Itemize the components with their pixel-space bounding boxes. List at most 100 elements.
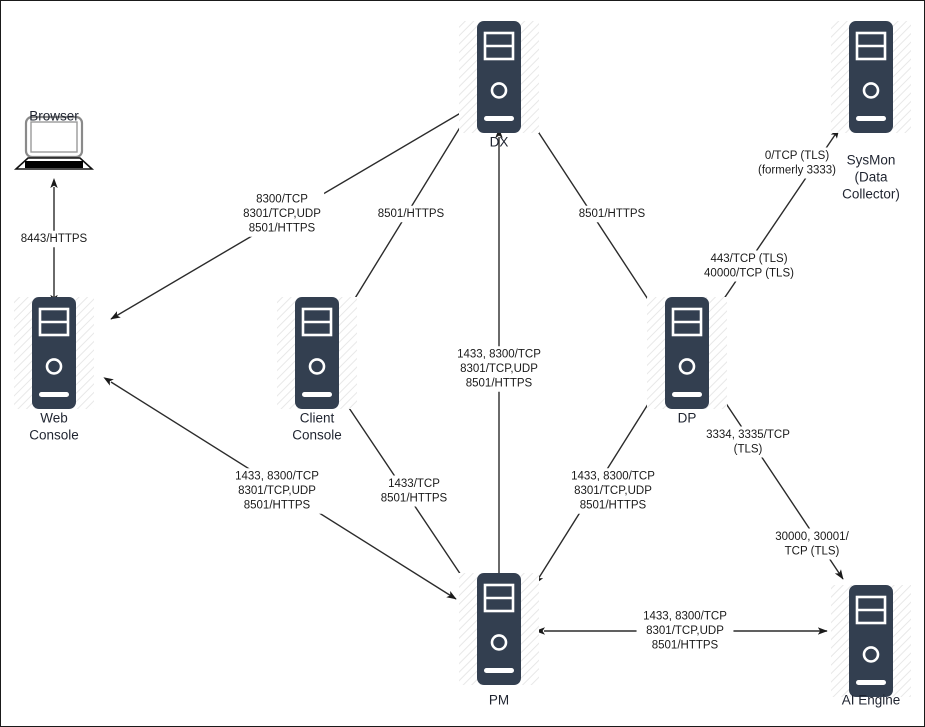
edge-label-line: 8501/HTTPS [249, 223, 316, 235]
node-browser[interactable] [13, 115, 95, 170]
nodes-layer [13, 21, 911, 697]
server-front-bar [484, 668, 514, 673]
server-front-bar [856, 116, 886, 121]
edge-label-line: 8501/HTTPS [466, 378, 533, 390]
node-dp[interactable] [647, 297, 727, 409]
edge-label-backdrop [378, 475, 450, 507]
edge-label-browser-web-console: 8443/HTTPS [18, 230, 90, 248]
node-label-line: Client [300, 411, 335, 426]
edge-label-line: 1433, 8300/TCP [235, 471, 319, 483]
edge-label-backdrop [450, 346, 548, 392]
server-chassis [849, 21, 893, 133]
edge-label-line: 1433, 8300/TCP [643, 611, 727, 623]
node-sysmon[interactable] [831, 21, 911, 133]
server-front-bar [856, 680, 886, 685]
edge-label-line: 1433, 8300/TCP [571, 471, 655, 483]
server-power-icon [490, 82, 508, 99]
node-label-line: Console [292, 428, 342, 443]
edge-label-client-console-pm: 1433/TCP 8501/HTTPS [378, 475, 450, 507]
node-label-line: (Data [854, 170, 888, 185]
laptop-display-area [30, 121, 78, 153]
edge-label-backdrop [699, 426, 797, 458]
edge-label-dp-ai-engine: 3334, 3335/TCP (TLS) [699, 426, 797, 458]
server-chassis [477, 21, 521, 133]
edge-label-line: (formerly 3333) [758, 164, 836, 176]
server-power-icon [490, 634, 508, 651]
edge-labels-layer: 8443/HTTPS 8300/TCP 8301/TCP,UDP 8501/HTTPS… [18, 147, 858, 654]
server-power-icon [308, 358, 326, 375]
server-front-bar [672, 392, 702, 397]
node-label-line: AI Engine [842, 693, 901, 708]
node-label-line: Web [40, 411, 68, 426]
node-label-line: DP [678, 411, 697, 426]
edge-label-dx-client-console: 8501/HTTPS [375, 205, 447, 223]
edge-label-line: 443/TCP (TLS) [710, 253, 787, 265]
edge-label-backdrop [697, 250, 801, 282]
server-front-bar [484, 116, 514, 121]
node-label-line: Browser [29, 109, 79, 124]
server-chassis [477, 573, 521, 685]
node-labels-layer: BrowserWebConsoleClientConsoleDXDPSysMon… [29, 109, 900, 708]
edge-label-backdrop [766, 528, 858, 560]
node-web-console[interactable] [14, 297, 94, 409]
edge-label-line: 1433, 8300/TCP [457, 349, 541, 361]
edge-label-line: 8443/HTTPS [21, 233, 88, 245]
edge-label-line: 1433/TCP [388, 478, 440, 490]
node-label-line: PM [489, 693, 509, 708]
edge-label-backdrop [745, 147, 849, 179]
edge-label-line: 8501/HTTPS [381, 492, 448, 504]
edge-label-backdrop [636, 608, 734, 654]
node-label-ai-engine: AI Engine [842, 693, 901, 708]
edge-label-line: 8501/HTTPS [244, 500, 311, 512]
server-power-icon [678, 358, 696, 375]
node-label-dx: DX [490, 135, 509, 150]
server-chassis [849, 585, 893, 697]
edge-label-line: 8501/HTTPS [580, 500, 647, 512]
edge-label-line: 3334, 3335/TCP [706, 429, 790, 441]
node-label-browser: Browser [29, 109, 79, 124]
edge-label-line: 8300/TCP [256, 194, 308, 206]
node-label-line: DX [490, 135, 509, 150]
edge-label-line: 40000/TCP (TLS) [704, 267, 794, 279]
server-power-icon [862, 82, 880, 99]
edge-label-dp-ai-engine-ports: 30000, 30001/TCP (TLS) [766, 528, 858, 560]
edge-label-dp-pm: 1433, 8300/TCP 8301/TCP,UDP 8501/HTTPS [564, 468, 662, 514]
server-power-icon [45, 358, 63, 375]
node-label-pm: PM [489, 693, 509, 708]
server-front-bar [302, 392, 332, 397]
edge-label-line: (TLS) [734, 443, 763, 455]
edge-label-line: 8301/TCP,UDP [574, 485, 652, 497]
edge-label-line: 8301/TCP,UDP [646, 625, 724, 637]
node-label-line: SysMon [847, 153, 896, 168]
edge-label-sysmon-dp-ports: 443/TCP (TLS) 40000/TCP (TLS) [697, 250, 801, 282]
edge-label-dx-dp: 8501/HTTPS [576, 205, 648, 223]
edge-label-backdrop [576, 205, 648, 223]
laptop-keyboard [25, 161, 83, 168]
node-label-line: Console [29, 428, 79, 443]
edge-label-backdrop [18, 230, 90, 248]
edge-label-backdrop [228, 468, 326, 514]
node-ai-engine[interactable] [831, 585, 911, 697]
server-chassis [32, 297, 76, 409]
edge-label-backdrop [564, 468, 662, 514]
node-client-console[interactable] [277, 297, 357, 409]
edge-label-line: 8501/HTTPS [579, 208, 646, 220]
edge-label-line: 8301/TCP,UDP [243, 208, 321, 220]
edge-label-line: 8301/TCP,UDP [238, 485, 316, 497]
server-chassis [665, 297, 709, 409]
node-label-dp: DP [678, 411, 697, 426]
node-dx[interactable] [459, 21, 539, 133]
edge-label-line: 8501/HTTPS [378, 208, 445, 220]
edge-label-backdrop [375, 205, 447, 223]
node-pm[interactable] [459, 573, 539, 685]
edge-label-dx-web-console: 8300/TCP 8301/TCP,UDP 8501/HTTPS [239, 191, 325, 237]
edge-label-web-console-pm: 1433, 8300/TCP 8301/TCP,UDP 8501/HTTPS [228, 468, 326, 514]
edge-label-line: 30000, 30001/ [775, 531, 849, 543]
